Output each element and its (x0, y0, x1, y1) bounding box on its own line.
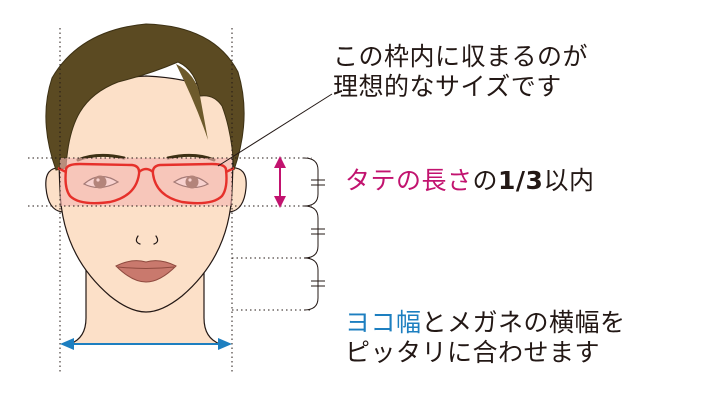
nose (135, 235, 159, 245)
width-rule-text: とメガネの横幅を (421, 308, 626, 337)
ideal-size-callout-line2: 理想的なサイズです (333, 72, 562, 101)
width-rule-keyword: ヨコ幅 (345, 308, 422, 337)
guide-lines (28, 28, 312, 372)
width-rule-line2: ピッタリに合わせます (345, 338, 601, 367)
callout-leader-line (217, 93, 333, 167)
width-rule-callout: ヨコ幅とメガネの横幅を ピッタリに合わせます (345, 308, 626, 368)
hair-highlight (176, 64, 208, 140)
ideal-size-callout-line1: この枠内に収まるのが (333, 42, 589, 71)
hair (45, 23, 245, 171)
height-rule-keyword: タテの長さ (345, 166, 473, 195)
glasses-frame (57, 162, 235, 205)
double-headed-horizontal-arrow-icon (60, 338, 232, 350)
height-rule-particle: の (472, 166, 499, 195)
height-thirds-brackets (303, 157, 325, 311)
height-rule-suffix: 以内 (543, 166, 595, 195)
double-headed-vertical-arrow-icon (274, 156, 286, 208)
ideal-size-callout: この枠内に収まるのが 理想的なサイズです (333, 42, 588, 102)
left-ear (45, 167, 63, 213)
ideal-size-band (60, 158, 232, 206)
height-rule-callout: タテの長さの1/3以内 (345, 166, 594, 196)
mouth (115, 260, 177, 283)
height-rule-fraction: 1/3 (498, 166, 544, 195)
width-rule-line1: ヨコ幅とメガネの横幅を (345, 308, 626, 338)
right-ear (229, 167, 247, 213)
